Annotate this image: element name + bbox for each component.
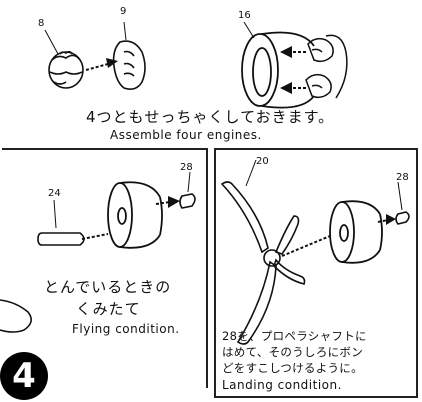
part-label-20: 20	[256, 156, 269, 167]
flying-caption-ja-line1: とんでいるときの	[44, 278, 172, 296]
leader-8	[44, 29, 59, 55]
landing-arrowhead	[386, 214, 396, 225]
landing-part-28	[395, 211, 410, 225]
arrowhead-8-9	[106, 58, 118, 68]
part-label-28-flying: 28	[180, 162, 193, 173]
arrowhead-cowling-upper	[280, 46, 292, 58]
part-label-9: 9	[120, 6, 127, 17]
landing-propeller-part-20	[220, 181, 306, 345]
leader-28-landing	[397, 181, 403, 211]
flying-caption-ja-line2: くみたて	[76, 300, 141, 318]
landing-caption-en: Landing condition.	[222, 378, 342, 392]
leader-16	[243, 21, 255, 39]
partial-part-edge	[0, 299, 32, 333]
flying-cowling	[107, 181, 163, 249]
landing-note-line-3: どをすこしつけるように。	[222, 361, 363, 375]
leader-9	[123, 21, 127, 41]
landing-arrow-shaft	[377, 219, 389, 223]
leader-20	[245, 159, 257, 187]
landing-note-line-2: はめて、そのうしろにボン	[222, 345, 364, 359]
caption-assemble-ja: 4つともせっちゃくしておきます。	[86, 108, 335, 126]
panel-landing-condition: 20 28 28を、プロペラシャフトに はめて、そのうしろにボン どをすこしつけ…	[214, 148, 418, 398]
part-label-8: 8	[38, 18, 45, 29]
flying-shaft-dashes	[81, 233, 109, 240]
step-number-badge: 4	[0, 352, 48, 400]
flying-part-28	[179, 193, 196, 209]
part-16-cowling	[241, 31, 315, 109]
part-8-cylinders	[48, 50, 84, 89]
landing-note-line-1: 28を、プロペラシャフトに	[222, 329, 367, 343]
part-label-28-landing: 28	[396, 172, 409, 183]
landing-note: 28を、プロペラシャフトに はめて、そのうしろにボン どをすこしつけるように。	[222, 328, 367, 376]
flying-caption-en: Flying condition.	[72, 322, 180, 336]
arrow-8-9	[85, 63, 109, 71]
landing-cowling	[329, 200, 383, 264]
panel-flying-condition: 24 28 とんでいるときの くみたて Flying condition.	[2, 148, 208, 388]
part-9-engine-front	[112, 40, 146, 90]
leader-24	[53, 199, 57, 229]
flying-arrow-shaft	[155, 201, 171, 205]
landing-shaft-dashes	[281, 235, 331, 257]
flying-arrowhead	[168, 196, 180, 208]
caption-assemble-en: Assemble four engines.	[110, 128, 262, 142]
part-label-16: 16	[238, 10, 251, 21]
leader-28-flying	[187, 171, 191, 193]
engine-parts-beside-cowling	[305, 34, 348, 99]
part-label-24: 24	[48, 188, 61, 199]
arrowhead-cowling-lower	[280, 82, 292, 94]
